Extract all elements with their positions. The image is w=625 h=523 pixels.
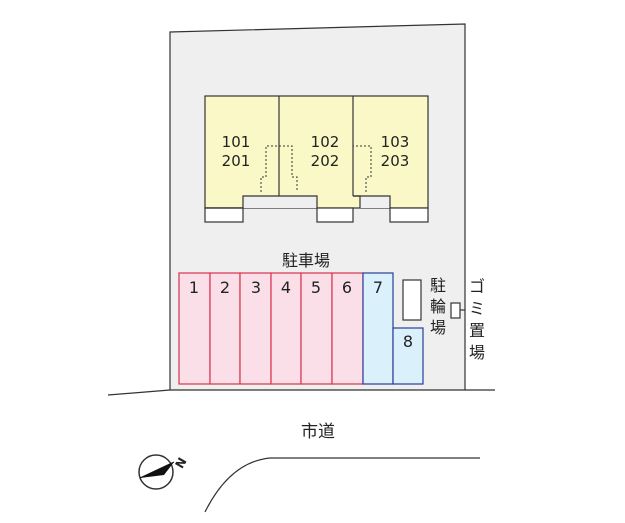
parking-slot xyxy=(362,272,394,385)
unit-upper-label: 101 xyxy=(222,133,251,151)
garbage-area-char: 置 xyxy=(469,321,485,340)
parking-slot-number: 7 xyxy=(373,278,383,297)
compass-icon: N xyxy=(138,454,190,490)
bicycle-parking-box xyxy=(402,279,422,321)
garbage-area-char: ゴ xyxy=(469,277,485,296)
parking-slot-number: 4 xyxy=(281,278,291,297)
garbage-area-char: ミ xyxy=(469,299,485,318)
parking-slot xyxy=(392,327,424,385)
bicycle-parking: 駐 輪 場 xyxy=(402,276,446,337)
unit-upper-label: 103 xyxy=(381,133,410,151)
road-label: 市道 xyxy=(301,422,335,442)
building-body xyxy=(204,95,429,209)
bicycle-parking-char: 輪 xyxy=(430,297,446,316)
parking-slot xyxy=(239,272,272,385)
parking-lot: 1 2 3 4 5 6 7 8 xyxy=(178,272,424,385)
unit-lower-label: 201 xyxy=(222,152,251,170)
unit-upper-label: 102 xyxy=(311,133,340,151)
parking-slot xyxy=(178,272,211,385)
parking-slot-number: 1 xyxy=(189,278,199,297)
garbage-area-char: 場 xyxy=(469,343,485,362)
road-curve xyxy=(204,457,480,513)
bicycle-parking-char: 駐 xyxy=(430,276,446,295)
apartment-building: 101 201 102 202 103 203 xyxy=(204,95,429,223)
stairs-dotted xyxy=(260,145,372,192)
parking-label: 駐車場 xyxy=(282,251,330,270)
porch-strip xyxy=(204,207,244,223)
porch-strip xyxy=(389,207,429,223)
unit-lower-label: 202 xyxy=(311,152,340,170)
parking-slot-number: 8 xyxy=(403,332,413,351)
bicycle-parking-char: 場 xyxy=(430,318,446,337)
entrance-recess xyxy=(360,196,390,208)
parking-slot-number: 2 xyxy=(220,278,230,297)
road-edge-left xyxy=(107,389,171,396)
parking-slot-number: 6 xyxy=(342,278,352,297)
compass-north-label: N xyxy=(172,455,189,471)
parking-slot xyxy=(270,272,302,385)
entrance-recess xyxy=(243,196,317,208)
garbage-area: ゴ ミ 置 場 xyxy=(450,277,485,362)
entrance-outline xyxy=(353,195,391,208)
parking-slot xyxy=(209,272,241,385)
unit-lower-label: 203 xyxy=(381,152,410,170)
parking-slot-number: 5 xyxy=(311,278,321,297)
porch-strip xyxy=(316,207,354,223)
parking-slot-number: 3 xyxy=(251,278,261,297)
garbage-box xyxy=(450,302,461,319)
entrance-outline xyxy=(242,195,318,208)
